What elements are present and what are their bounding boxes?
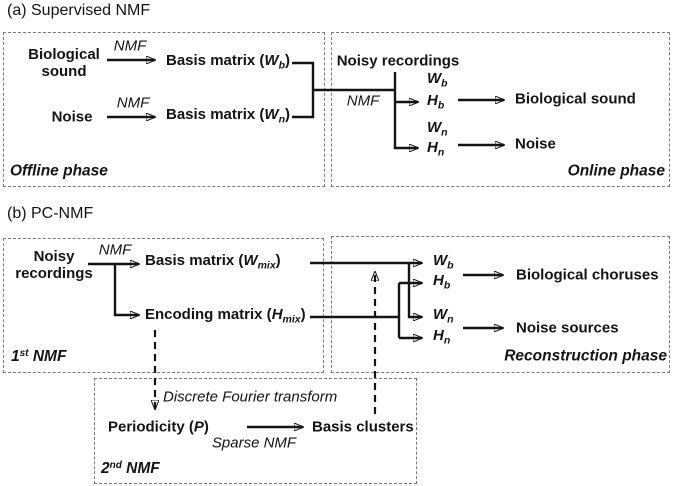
basis-matrix-wmix-label: Basis matrix (Wmix) xyxy=(145,251,281,272)
biological-sound-output-label: Biological sound xyxy=(515,90,636,108)
nmf-label-offline-top: NMF xyxy=(113,37,147,55)
biological-sound-source-label: Biological sound xyxy=(28,46,100,80)
first-nmf-box xyxy=(3,238,324,373)
section-b-title: (b) PC-NMF xyxy=(7,205,94,222)
offline-phase-label: Offline phase xyxy=(10,162,108,180)
offline-phase-box xyxy=(3,32,325,187)
wn-label: Wn xyxy=(427,118,448,139)
second-nmf-box xyxy=(94,378,417,484)
bracket-basis-join xyxy=(292,61,315,119)
online-phase-box xyxy=(331,32,670,187)
hn-recon-label: Hn xyxy=(433,326,451,347)
branch-wmix-to-wn xyxy=(407,263,422,317)
noise-output-label: Noise xyxy=(515,135,556,153)
online-phase-label: Online phase xyxy=(567,162,665,180)
wn-recon-label: Wn xyxy=(433,305,454,326)
section-a-title: (a) Supervised NMF xyxy=(7,2,151,19)
hb-label: Hb xyxy=(427,91,445,112)
second-nmf-phase-label: 2nd NMF xyxy=(101,460,160,477)
hb-recon-label: Hb xyxy=(433,271,451,292)
discrete-fourier-transform-label: Discrete Fourier transform xyxy=(163,388,338,406)
noise-source-label: Noise xyxy=(51,108,93,126)
noisy-recordings-source-label: Noisy recordings xyxy=(15,248,93,282)
sparse-nmf-label: Sparse NMF xyxy=(211,434,297,452)
wb-recon-label: Wb xyxy=(433,251,454,272)
wb-label: Wb xyxy=(427,69,448,90)
first-nmf-phase-label: 1st NMF xyxy=(11,348,67,365)
online-split-line-to-hn xyxy=(393,72,418,148)
arrow-noisy-to-encodingmix xyxy=(113,264,139,315)
encoding-matrix-hmix-label: Encoding matrix (Hmix) xyxy=(145,305,306,326)
biological-choruses-output-label: Biological choruses xyxy=(516,266,659,284)
basis-matrix-wb-label: Basis matrix (Wb) xyxy=(166,51,290,72)
periodicity-label: Periodicity (P) xyxy=(108,418,209,436)
basis-matrix-wn-label: Basis matrix (Wn) xyxy=(166,105,290,126)
hn-label: Hn xyxy=(427,138,445,159)
nmf-label-online: NMF xyxy=(346,92,380,110)
nmf-label-offline-bottom: NMF xyxy=(116,94,150,112)
reconstruction-phase-box xyxy=(331,236,670,373)
nmf-label-first: NMF xyxy=(98,241,132,259)
noisy-recordings-label: Noisy recordings xyxy=(336,52,460,70)
reconstruction-phase-label: Reconstruction phase xyxy=(504,347,667,365)
noise-sources-output-label: Noise sources xyxy=(516,319,619,337)
basis-clusters-label: Basis clusters xyxy=(312,418,414,436)
